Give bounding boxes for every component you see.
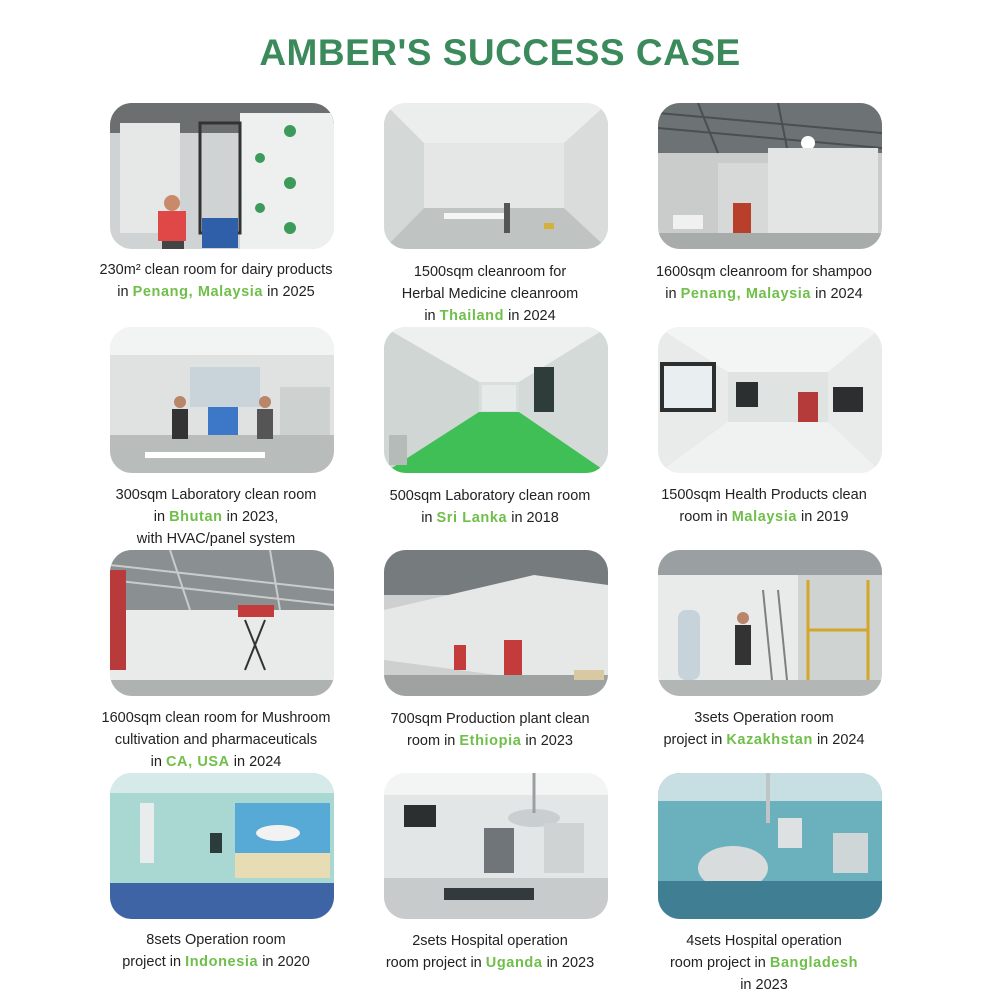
blue-or-photo	[658, 773, 882, 919]
location-name: Sri Lanka	[436, 510, 508, 526]
caption-line: 3sets Operation room	[694, 710, 834, 726]
caption-line: room project in Bangladesh	[669, 955, 859, 971]
caption-line: in CA, USA in 2024	[150, 754, 282, 770]
case-photo-laboratory	[110, 327, 334, 473]
empty-hall-photo	[384, 103, 608, 249]
caption-line: 4sets Hospital operation	[686, 933, 842, 949]
case-photo-construction	[110, 103, 334, 249]
case-caption: 1500sqm cleanroom for Herbal Medicine cl…	[356, 261, 624, 327]
caption-line: 300sqm Laboratory clean room	[115, 487, 317, 503]
caption-line: Herbal Medicine cleanroom	[401, 286, 579, 302]
construction-photo	[110, 103, 334, 249]
case-caption: 500sqm Laboratory clean room in Sri Lank…	[356, 485, 624, 529]
case-photo-white-hall	[658, 327, 882, 473]
plant-exterior-photo	[384, 550, 608, 696]
location-name: Thailand	[439, 308, 505, 324]
case-caption: 1600sqm cleanroom for shampoo in Penang,…	[630, 261, 898, 305]
scaffold-photo	[658, 550, 882, 696]
hospital-or-photo	[384, 773, 608, 919]
case-caption: 2sets Hospital operation room project in…	[356, 930, 624, 974]
caption-line: cultivation and pharmaceuticals	[114, 732, 318, 748]
case-caption: 700sqm Production plant clean room in Et…	[356, 708, 624, 752]
caption-line: 2sets Hospital operation	[412, 933, 568, 949]
caption-line: 8sets Operation room	[146, 932, 286, 948]
case-caption: 4sets Hospital operation room project in…	[630, 930, 898, 996]
green-corridor-photo	[384, 327, 608, 473]
case-photo-plant-exterior	[384, 550, 608, 696]
case-caption: 230m² clean room for dairy products in P…	[82, 259, 350, 303]
case-caption: 1600sqm clean room for Mushroom cultivat…	[82, 707, 350, 773]
case-photo-operating-room-beach	[110, 773, 334, 919]
laboratory-photo	[110, 327, 334, 473]
caption-line: 1500sqm cleanroom for	[413, 264, 567, 280]
caption-line: 1600sqm clean room for Mushroom	[101, 710, 331, 726]
case-photo-warehouse	[658, 103, 882, 249]
warehouse-photo	[658, 103, 882, 249]
caption-line: room project in Uganda in 2023	[385, 955, 595, 971]
caption-line: in Thailand in 2024	[424, 308, 556, 324]
case-caption: 8sets Operation room project in Indonesi…	[82, 929, 350, 973]
case-photo-blue-or	[658, 773, 882, 919]
case-caption: 3sets Operation room project in Kazakhst…	[630, 707, 898, 751]
location-name: Bhutan	[169, 509, 223, 525]
caption-line: 230m² clean room for dairy products	[99, 262, 333, 278]
caption-line: in Bhutan in 2023,	[153, 509, 279, 525]
location-name: Penang, Malaysia	[680, 286, 812, 302]
location-name: Bangladesh	[769, 955, 859, 971]
caption-line: project in Indonesia in 2020	[122, 954, 310, 970]
caption-line: in Sri Lanka in 2018	[421, 510, 559, 526]
location-name: Uganda	[485, 955, 543, 971]
location-name: Kazakhstan	[726, 732, 813, 748]
caption-line: in 2023	[740, 977, 788, 993]
operating-room-photo	[110, 773, 334, 919]
case-photo-hospital-or	[384, 773, 608, 919]
caption-line: project in Kazakhstan in 2024	[663, 732, 865, 748]
location-name: Indonesia	[185, 954, 259, 970]
caption-line: 1500sqm Health Products clean	[661, 487, 867, 503]
case-caption: 1500sqm Health Products clean room in Ma…	[630, 484, 898, 528]
caption-line: in Penang, Malaysia in 2024	[665, 286, 863, 302]
caption-line: with HVAC/panel system	[136, 531, 296, 547]
caption-line: 1600sqm cleanroom for shampoo	[655, 264, 872, 280]
caption-line: 700sqm Production plant clean	[390, 711, 590, 727]
caption-line: room in Ethiopia in 2023	[407, 733, 573, 749]
location-name: Penang, Malaysia	[132, 284, 264, 300]
caption-line: room in Malaysia in 2019	[679, 509, 849, 525]
case-photo-ceiling-install	[110, 550, 334, 696]
case-photo-empty-hall	[384, 103, 608, 249]
location-name: Ethiopia	[459, 733, 522, 749]
location-name: CA, USA	[165, 754, 230, 770]
location-name: Malaysia	[731, 509, 798, 525]
case-photo-scaffold	[658, 550, 882, 696]
page-title: AMBER'S SUCCESS CASE	[259, 32, 741, 73]
case-caption: 300sqm Laboratory clean room in Bhutan i…	[82, 484, 350, 550]
caption-line: in Penang, Malaysia in 2025	[117, 284, 315, 300]
caption-line: 500sqm Laboratory clean room	[389, 488, 591, 504]
white-hall-photo	[658, 327, 882, 473]
ceiling-install-photo	[110, 550, 334, 696]
case-photo-green-corridor	[384, 327, 608, 473]
